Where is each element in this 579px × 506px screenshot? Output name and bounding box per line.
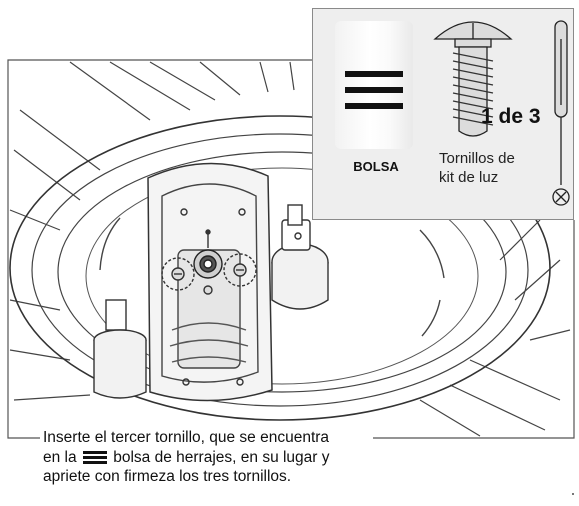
- bag-bar-1: [345, 71, 403, 77]
- hardware-callout-box: BOLSA 1 de 3 Tornillos de kit de luz: [312, 8, 574, 220]
- bag-inline-icon: [82, 450, 107, 464]
- screw-icon: [433, 21, 513, 137]
- bag-label: BOLSA: [353, 159, 399, 174]
- screw-count-label: 1 de 3: [481, 105, 541, 128]
- corner-mark: [572, 493, 574, 495]
- center-hub: [193, 229, 223, 279]
- caption-line2-before: en la: [43, 448, 77, 466]
- phillips-screwdriver-icon: [552, 20, 570, 206]
- installed-screws: [171, 263, 247, 295]
- housing-ring: [9, 115, 551, 421]
- screw-holes-dashed: [161, 253, 257, 291]
- caption-line2: en la bolsa de herrajes, en su lugar y: [43, 448, 373, 468]
- wire-connector: [271, 204, 329, 310]
- screw-label-line2: kit de luz: [439, 169, 499, 186]
- bag-bar-3: [345, 103, 403, 109]
- cylinder-connector: [93, 299, 147, 399]
- bag-bar-2: [345, 87, 403, 93]
- instruction-caption: Inserte el tercer tornillo, que se encue…: [40, 428, 373, 485]
- screw-and-screwdriver-art: [433, 20, 570, 206]
- caption-line1: Inserte el tercer tornillo, que se encue…: [43, 429, 330, 446]
- screw-label-line1: Tornillos de: [439, 150, 515, 167]
- hardware-bag-icon: [335, 21, 413, 149]
- mounting-plate: [147, 162, 273, 402]
- screw-type-label: Tornillos de kit de luz: [439, 149, 559, 187]
- caption-line2-after: bolsa de herrajes, en su lugar y: [113, 448, 330, 466]
- caption-line3: apriete con firmeza los tres tornillos.: [43, 468, 292, 485]
